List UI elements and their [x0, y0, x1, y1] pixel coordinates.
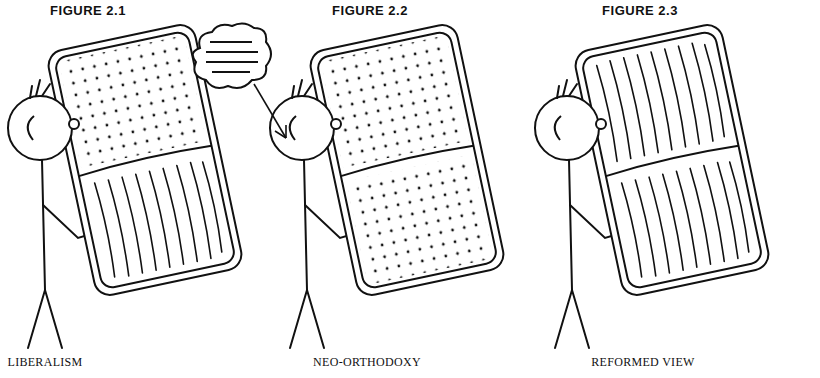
figure-reformed-view [535, 22, 771, 348]
figure-number: FIGURE 2.3 [602, 4, 678, 18]
figure-neo-orthodoxy [193, 22, 507, 348]
figure-number: FIGURE 2.1 [50, 4, 126, 18]
figure-number: FIGURE 2.2 [332, 4, 408, 18]
thought-bubble [193, 23, 286, 138]
figure-caption: LIBERALISM [8, 356, 83, 369]
figure-caption: REFORMED VIEW [591, 356, 694, 369]
figure-caption: NEO-ORTHODOXY [313, 356, 421, 369]
